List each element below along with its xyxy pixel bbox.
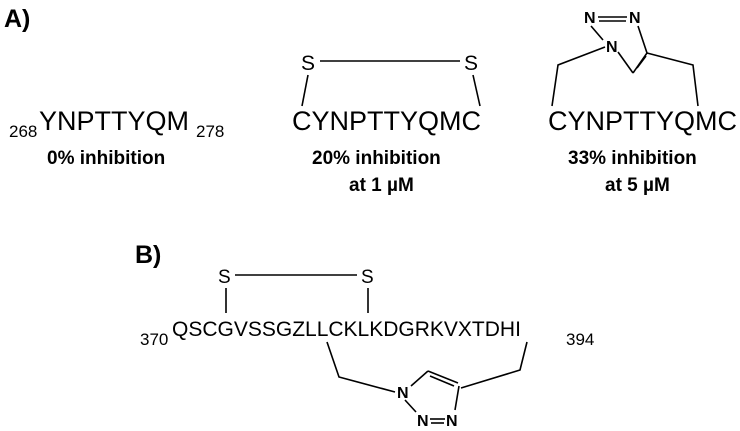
linker-b-right (460, 341, 528, 389)
peptide1-end-number: 278 (196, 122, 224, 141)
ring-bond-n1-c (617, 51, 634, 74)
ring-b-c-n (454, 385, 460, 411)
peptide-b-start-number: 370 (140, 330, 168, 349)
ring-b-n1-n (404, 399, 417, 413)
panel-b-label: B) (135, 241, 161, 269)
peptide-b-sequence: QSCGVSSGZLLCKLKDGRKVXTDHI (172, 318, 521, 341)
linker-right (646, 52, 699, 107)
peptide2-caption-line1: 20% inhibition (312, 148, 441, 169)
peptide-b-end-number: 394 (566, 330, 594, 349)
linker-b-left (326, 341, 396, 393)
peptide3-caption-line2: at 5 µM (605, 175, 670, 196)
bond-left (301, 74, 309, 107)
ring-bond-n-c (637, 25, 648, 54)
peptide3-caption-line1: 33% inhibition (568, 148, 697, 169)
ring-b-ch-c (427, 370, 459, 384)
peptide1-start-number: 268 (9, 122, 37, 141)
peptide2-sequence: CYNPTTYQMC (292, 106, 481, 136)
peptide1-sequence: YNPTTYQM (39, 106, 189, 136)
ring-b-n1-ch (410, 370, 429, 387)
peptide-linear: 268 YNPTTYQM 278 0% inhibition (9, 106, 224, 169)
peptide-triazole: N N N CYNPTTYQMC 33% inhibition at 5 µM (548, 10, 737, 196)
linker-left (551, 46, 606, 107)
triazole-n1: N (606, 39, 618, 56)
ring-bond-n-n1 (590, 25, 604, 41)
peptide1-caption: 0% inhibition (47, 148, 165, 169)
triazole-n-top-left: N (584, 10, 596, 27)
sulfur-b-right: S (361, 267, 374, 288)
peptide-bicyclic: S S 370 QSCGVSSGZLLCKLKDGRKVXTDHI 394 N … (140, 267, 594, 430)
peptide2-caption-line2: at 1 µM (349, 175, 414, 196)
peptide-disulfide: S S CYNPTTYQMC 20% inhibition at 1 µM (292, 52, 481, 196)
peptide3-sequence: CYNPTTYQMC (548, 106, 737, 136)
triazole-b-n1: N (397, 385, 409, 402)
triazole-b-n-bottom-right: N (446, 413, 458, 430)
sulfur-b-left: S (218, 267, 231, 288)
triazole-b-n-bottom-left: N (417, 413, 429, 430)
sulfur-left: S (301, 52, 315, 75)
bond-right (472, 74, 481, 107)
sulfur-right: S (464, 52, 478, 75)
panel-a-label: A) (4, 5, 30, 33)
triazole-n-top-right: N (629, 10, 641, 27)
